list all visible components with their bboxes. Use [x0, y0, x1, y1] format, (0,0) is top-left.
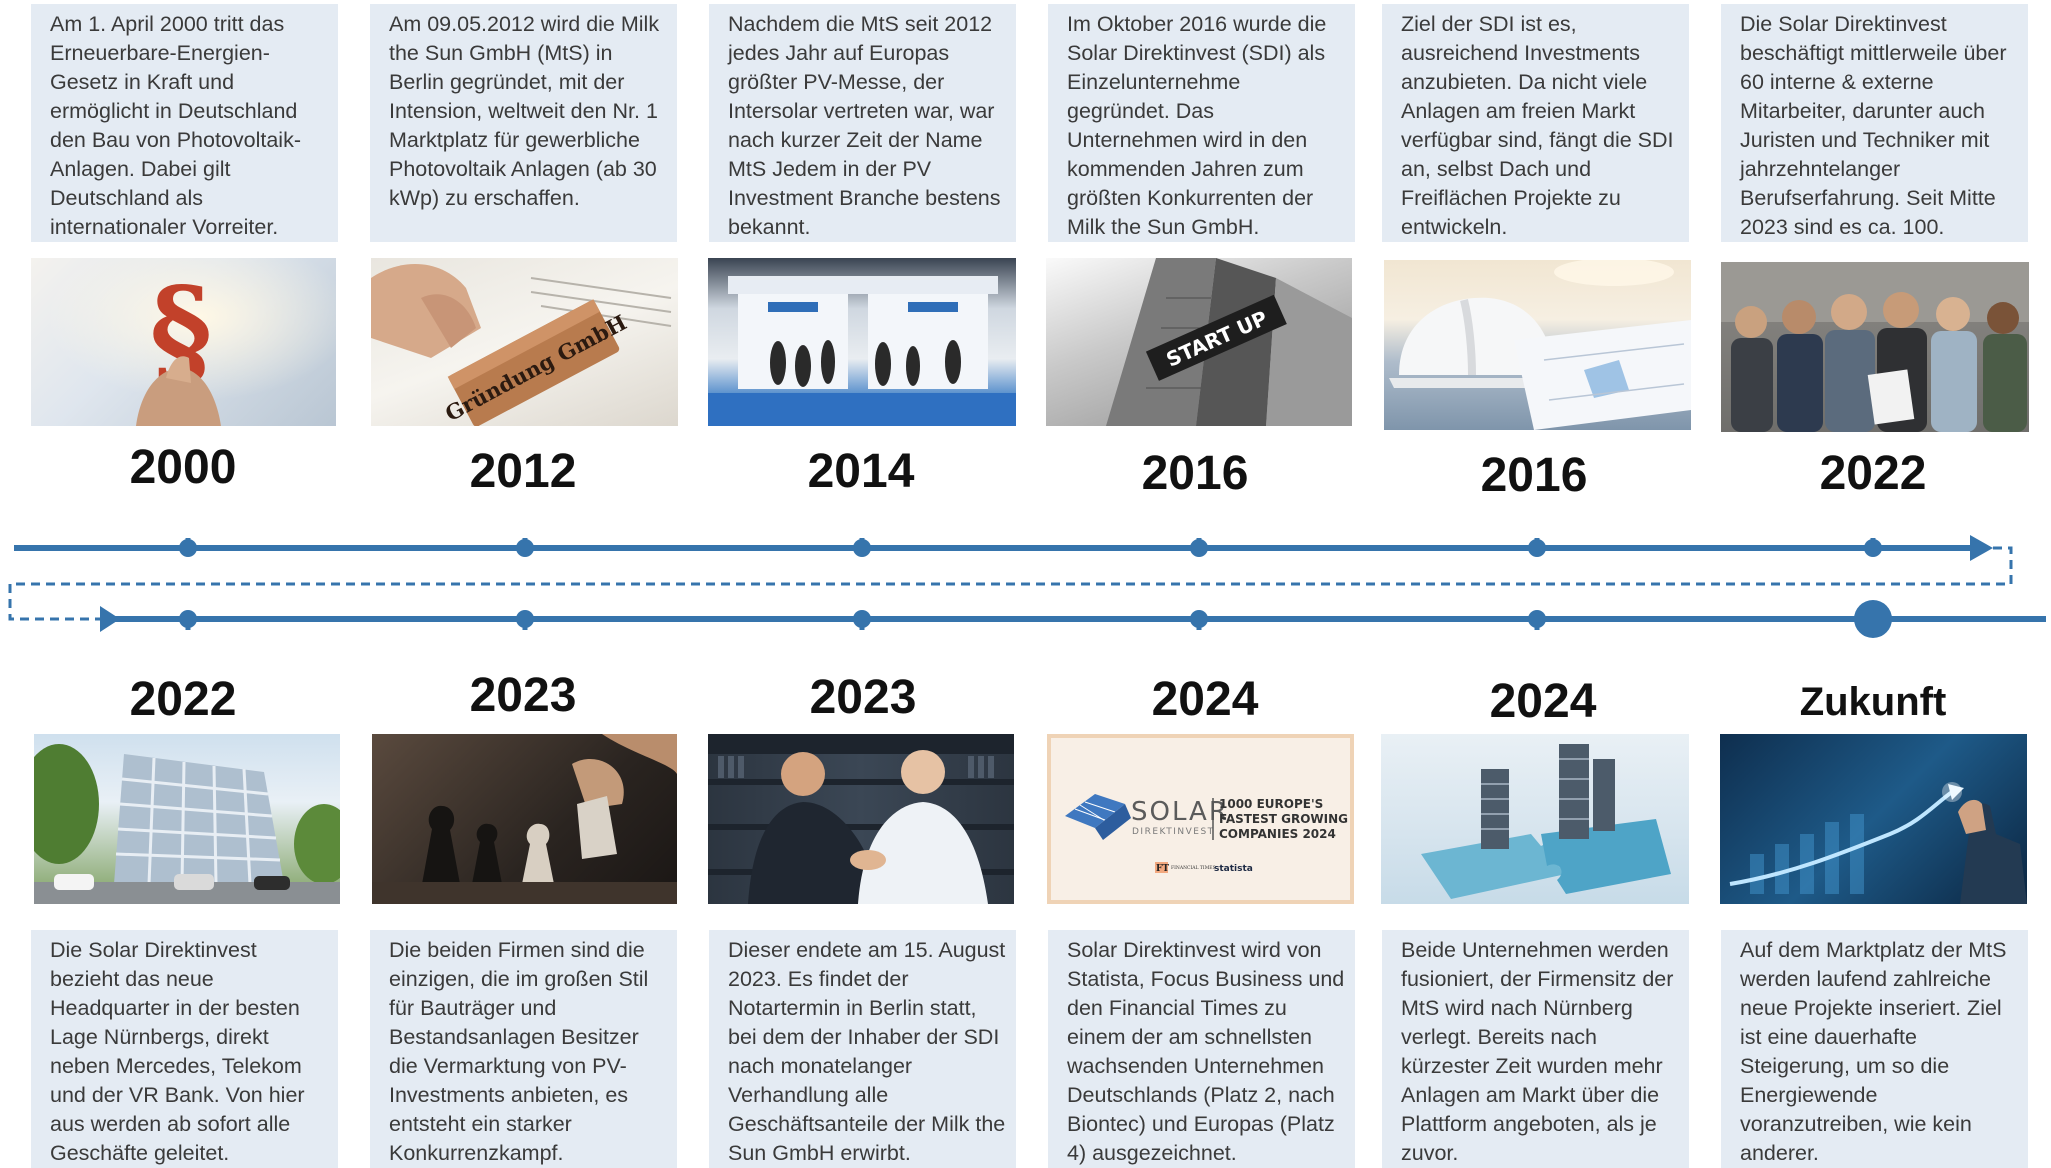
year-label: 2016 — [1480, 449, 1588, 502]
puzzle-towers-photo — [1381, 734, 1689, 904]
solar-panel-icon — [1065, 794, 1131, 840]
statista-logo: statista — [1214, 864, 1253, 874]
office-building-photo — [34, 734, 340, 904]
solar-logo-subtext: DIREKTINVEST — [1132, 827, 1215, 837]
timeline-dot-future — [1854, 600, 1892, 638]
growth-chart-photo — [1720, 734, 2027, 904]
award-line-1: 1000 EUROPE'S — [1219, 797, 1323, 811]
timeline-dot — [1864, 539, 1882, 557]
solar-logo-text: SOLAR — [1131, 797, 1229, 827]
timeline-connector-dashed — [8, 546, 2013, 621]
stamp-photo: Gründung GmbH — [371, 258, 678, 426]
award-line-2: FASTEST GROWING — [1219, 812, 1348, 826]
chess-photo — [372, 734, 677, 904]
event-description: Ziel der SDI ist es, ausreichend Investm… — [1382, 4, 1689, 242]
event-description: Im Oktober 2016 wurde die Solar Direktin… — [1048, 4, 1355, 242]
team-photo — [1721, 262, 2029, 432]
year-label: 2024 — [1489, 675, 1597, 728]
timeline-dot — [853, 539, 871, 557]
year-label: 2014 — [807, 445, 915, 498]
award-badge: SOLAR DIREKTINVEST 1000 EUROPE'S FASTEST… — [1047, 734, 1354, 904]
timeline-dot — [1190, 539, 1208, 557]
paragraph-symbol-hand-photo: § — [31, 258, 336, 426]
timeline-dot — [516, 539, 534, 557]
year-label: 2022 — [129, 673, 237, 726]
award-line-3: COMPANIES 2024 — [1219, 827, 1336, 841]
ft-logo: FT — [1156, 864, 1169, 874]
event-description: Am 1. April 2000 tritt das Erneuerbare-E… — [31, 4, 338, 242]
year-label: 2023 — [809, 671, 917, 724]
event-description: Auf dem Marktplatz der MtS werden laufen… — [1721, 930, 2028, 1168]
year-label: Zukunft — [1799, 680, 1947, 724]
timeline-dot — [179, 539, 197, 557]
year-label: 2016 — [1141, 447, 1249, 500]
helmet-plans-photo — [1384, 260, 1691, 430]
handshake-photo — [708, 734, 1014, 904]
event-description: Die Solar Direktinvest beschäftigt mittl… — [1721, 4, 2028, 242]
year-label: 2012 — [469, 445, 577, 498]
start-up-sign-photo: START UP — [1046, 258, 1352, 426]
year-label: 2024 — [1151, 673, 1259, 726]
timeline-dot — [1528, 539, 1546, 557]
event-description: Beide Unternehmen werden fusioniert, der… — [1382, 930, 1689, 1168]
event-description: Nachdem die MtS seit 2012 jedes Jahr auf… — [709, 4, 1016, 242]
arrow-right-icon — [1970, 535, 1993, 561]
event-description: Die beiden Firmen sind die einzigen, die… — [370, 930, 677, 1168]
event-description: Solar Direktinvest wird von Statista, Fo… — [1048, 930, 1355, 1168]
year-label: 2000 — [129, 441, 237, 494]
event-description: Die Solar Direktinvest bezieht das neue … — [31, 930, 338, 1168]
ft-logo-subtext: FINANCIAL TIMES — [1171, 865, 1216, 871]
year-label: 2022 — [1819, 447, 1927, 500]
year-label: 2023 — [469, 669, 577, 722]
trade-fair-photo — [708, 258, 1016, 426]
event-description: Am 09.05.2012 wird die Milk the Sun GmbH… — [370, 4, 677, 242]
event-description: Dieser endete am 15. August 2023. Es fin… — [709, 930, 1016, 1168]
